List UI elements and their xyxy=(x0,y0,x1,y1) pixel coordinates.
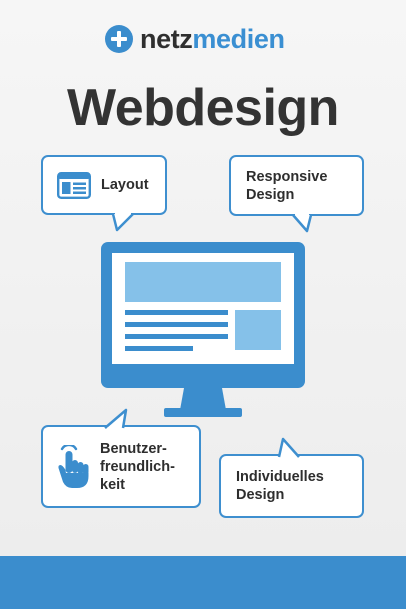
bubble-benutzer-line-1: Benutzer- xyxy=(100,440,167,457)
bubble-individuell-line-1: Individuelles xyxy=(236,469,324,485)
plus-circle-icon xyxy=(105,25,133,53)
bubble-individuelles-design: Individuelles Design xyxy=(219,437,364,518)
logo-text-medien: medien xyxy=(192,24,285,54)
bubble-individuell-line-2: Design xyxy=(236,487,285,503)
bubble-layout-label: Layout xyxy=(101,177,149,193)
bubble-benutzerfreundlichkeit: Benutzer- freundlich- keit xyxy=(41,408,201,508)
bubble-responsive-line-2: Design xyxy=(246,186,295,203)
bubble-responsive-design: Responsive Design xyxy=(229,155,364,233)
logo: netzmedien xyxy=(104,22,285,56)
footer-band xyxy=(0,556,406,609)
bubble-benutzer-tail xyxy=(104,408,128,432)
monitor-icon xyxy=(101,242,305,417)
logo-text-netz: netz xyxy=(140,24,193,54)
bubble-responsive-line-1: Responsive xyxy=(246,168,328,185)
bubble-layout: Layout xyxy=(41,155,167,232)
bubble-benutzer-line-3: keit xyxy=(100,476,125,493)
bubble-individuell-label: Individuelles Design xyxy=(236,468,324,504)
bubble-individuell-tail xyxy=(277,437,300,461)
bubble-layout-tail xyxy=(111,210,134,232)
bubble-responsive-tail xyxy=(292,211,313,233)
bubble-benutzer-label: Benutzer- freundlich- keit xyxy=(100,440,175,494)
bubble-responsive-label: Responsive Design xyxy=(246,168,327,204)
logo-wordmark: netzmedien xyxy=(140,24,285,54)
page-title: Webdesign xyxy=(67,79,339,137)
touch-hand-icon xyxy=(58,444,89,488)
bubble-benutzer-line-2: freundlich- xyxy=(100,458,175,475)
layout-icon xyxy=(57,171,91,199)
